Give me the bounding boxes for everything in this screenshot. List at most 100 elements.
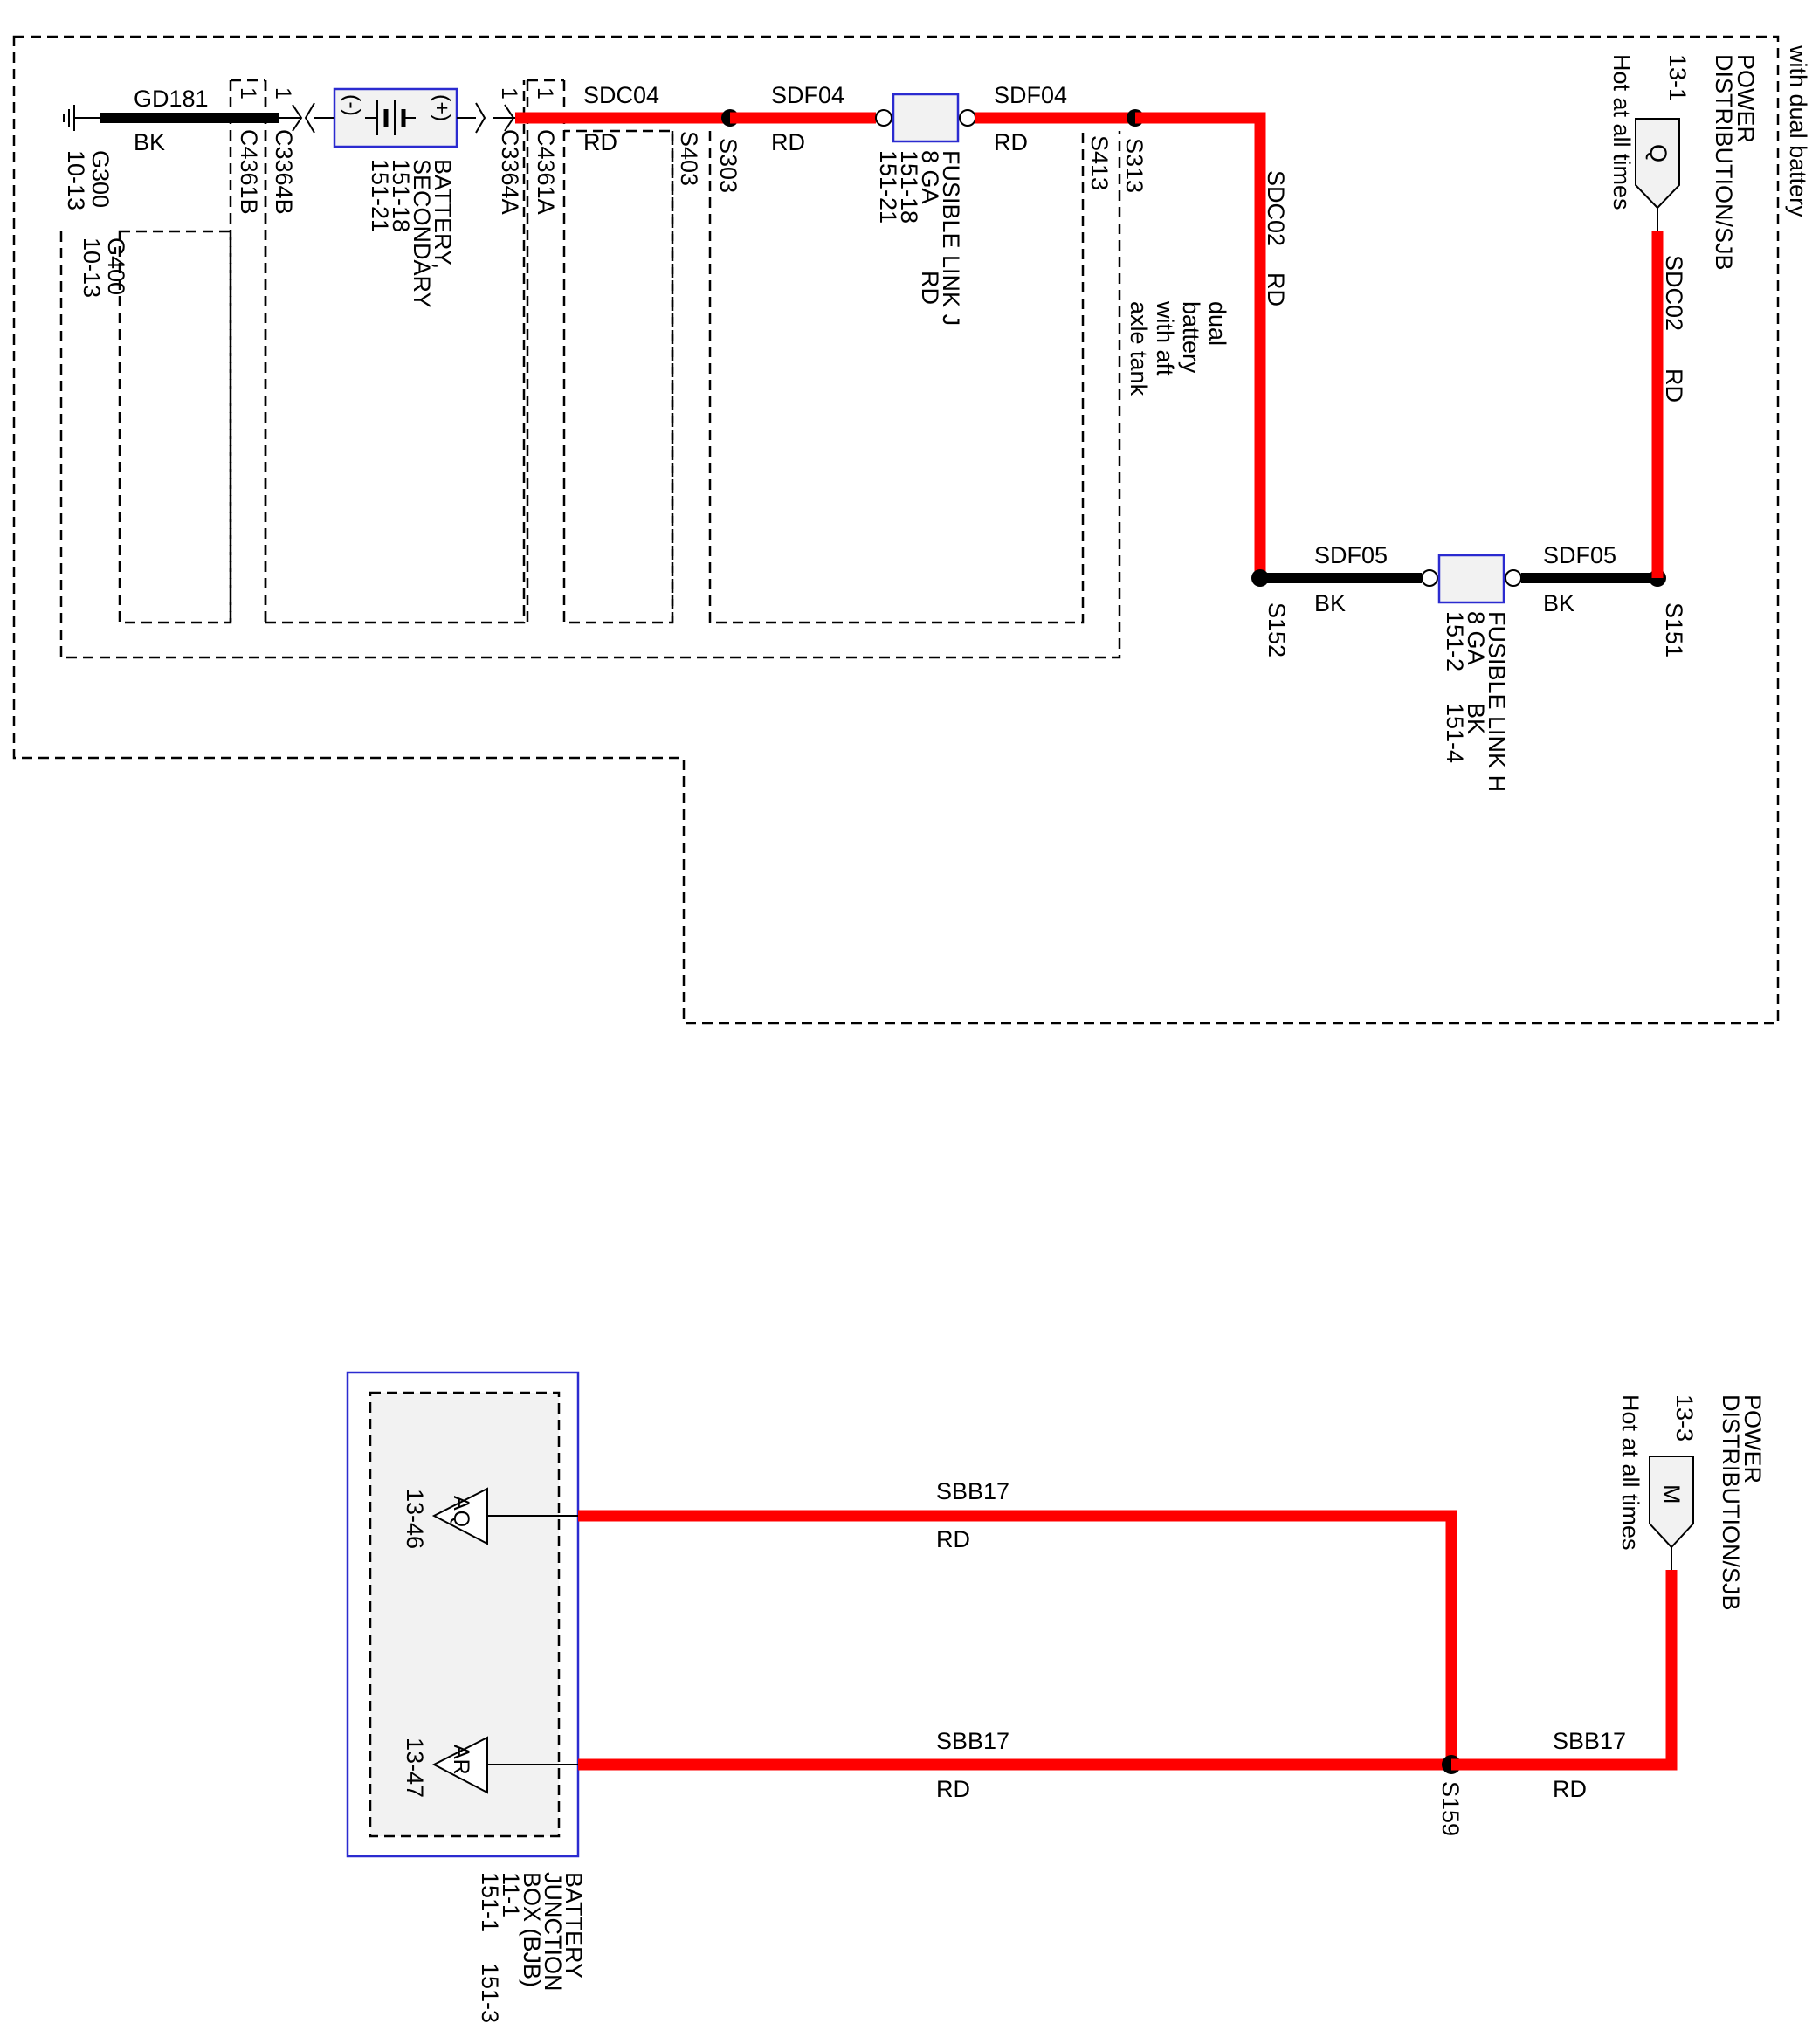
- fusible-h-name: FUSIBLE LINK H: [1484, 611, 1510, 792]
- battery-name-line2: SECONDARY: [409, 159, 435, 308]
- wire-sbb17-top-circuit: SBB17: [936, 1478, 1009, 1504]
- bjb-ref-a: 11-1: [498, 1872, 524, 1917]
- battery-pos-label: (+): [430, 94, 454, 121]
- splice-s413-label: S413: [1086, 135, 1113, 190]
- wire-gd181-circuit: GD181: [134, 86, 209, 112]
- ground-g400-ref: 10-13: [79, 237, 105, 298]
- c3364b-label: C3364B: [271, 129, 297, 215]
- battery-region-box: [264, 80, 526, 624]
- wire-sdf05-a-circuit: SDF05: [1314, 542, 1388, 568]
- c4361b-pin: 1: [236, 87, 260, 100]
- bjb-name-line2: JUNCTION: [540, 1872, 566, 1992]
- battery-icon: [365, 100, 416, 135]
- c3364a-label: C3364A: [497, 129, 523, 215]
- wire-sbb17-right-color: RD: [1553, 1776, 1587, 1802]
- wire-sdc02-a-circuit: SDC02: [1263, 170, 1289, 246]
- frame-label: with dual battery: [1785, 45, 1811, 217]
- battery-ref2: 151-21: [367, 159, 393, 232]
- connector-c3364b-icon: [279, 102, 315, 134]
- fusible-h-gauge: 8 GA: [1463, 611, 1489, 665]
- wire-sbb17-top[interactable]: [578, 1510, 1457, 1765]
- ground-g400-label: G400: [103, 237, 129, 295]
- fusible-link-h[interactable]: [1437, 554, 1505, 604]
- pdb-name-line2: DISTRIBUTION/SJB: [1711, 54, 1737, 271]
- wire-sdc02-b-color: RD: [1661, 368, 1687, 403]
- pdb-b-name-line2: DISTRIBUTION/SJB: [1718, 1394, 1744, 1611]
- splice-s313-label: S313: [1121, 138, 1147, 193]
- bjb-name-line1: BATTERY: [561, 1872, 587, 1979]
- wire-sdf05-b-circuit: SDF05: [1543, 542, 1616, 568]
- wire-sdf04-b-color: RD: [994, 129, 1028, 155]
- c4361a-pin: 1: [533, 87, 557, 100]
- fusible-h-right-terminal: [1505, 569, 1522, 587]
- fusible-j-ref1: 151-18: [896, 150, 922, 224]
- fusible-j-gauge: 8 GA: [917, 150, 943, 204]
- battery-neg-label: (-): [340, 94, 364, 116]
- note-dual-line3: with aft: [1152, 300, 1178, 376]
- battery-name-line1: BATTERY,: [430, 159, 456, 269]
- dual-battery-frame: [12, 35, 1780, 1025]
- pdb-b-ref: 13-3: [1671, 1394, 1698, 1442]
- ground-icon: [63, 105, 100, 131]
- splice-s151-label: S151: [1661, 602, 1687, 657]
- inner-region-frame: [59, 131, 1121, 659]
- pdb-pin-q[interactable]: [1635, 118, 1680, 210]
- bjb-name-line3: BOX (BJB): [519, 1872, 545, 1987]
- splice-s159-label: S159: [1437, 1781, 1464, 1836]
- wire-sdc02-a-color: RD: [1263, 272, 1289, 306]
- fusible-j-name: FUSIBLE LINK J: [938, 150, 964, 326]
- fusible-h-color: BK: [1463, 703, 1489, 734]
- fusible-j-right-terminal: [959, 109, 976, 127]
- splice-s152-label: S152: [1264, 602, 1290, 657]
- wire-sbb17-right-circuit: SBB17: [1553, 1728, 1626, 1754]
- pdb-pin-m[interactable]: [1649, 1456, 1694, 1549]
- fusible-h-ref1: 151-2: [1442, 611, 1468, 671]
- wire-sdf04-a-color: RD: [771, 129, 805, 155]
- bjb-ref-b: 151-1: [477, 1872, 503, 1932]
- wire-sdc04-color: RD: [583, 129, 617, 155]
- wire-sbb17-mid-color: RD: [936, 1776, 970, 1802]
- wire-sdc04-circuit: SDC04: [583, 82, 659, 108]
- c4361b-label: C4361B: [236, 129, 262, 215]
- splice-s403-label: S403: [676, 131, 702, 186]
- note-dual-line4: axle tank: [1126, 301, 1152, 396]
- pdb-pin-m-label: M: [1658, 1484, 1685, 1504]
- wire-sbb17-mid-circuit: SBB17: [936, 1728, 1009, 1754]
- wire-sdc02-a[interactable]: [1135, 112, 1266, 578]
- ground-g300-ref: 10-13: [63, 150, 89, 210]
- fusible-h-left-terminal: [1421, 569, 1438, 587]
- fusible-link-j[interactable]: [892, 93, 960, 143]
- fusible-j-ref2: 151-21: [875, 150, 901, 224]
- pdb-b-note: Hot at all times: [1617, 1394, 1643, 1551]
- battery-ref1: 151-18: [388, 159, 414, 232]
- pdb-pin-q-label: Q: [1645, 144, 1671, 162]
- pdb-note: Hot at all times: [1609, 54, 1635, 210]
- wire-sdf04-a-circuit: SDF04: [771, 82, 844, 108]
- fusible-j-color: RD: [917, 271, 943, 305]
- bjb-ref-c: 151-3: [477, 1963, 503, 2023]
- pdb-name-line1: POWER: [1733, 54, 1759, 143]
- wire-gd181-color: BK: [134, 129, 165, 155]
- wire-sdf04-b-circuit: SDF04: [994, 82, 1067, 108]
- bjb-pin-aq-ref: 13-46: [402, 1489, 428, 1549]
- note-dual-line1: dual: [1204, 301, 1230, 346]
- wire-sdf05-b-color: BK: [1543, 590, 1574, 616]
- wire-sbb17-top-color: RD: [936, 1526, 970, 1552]
- c3364b-pin: 1: [271, 87, 295, 100]
- note-dual-line2: battery: [1178, 301, 1204, 374]
- wire-sdf05-a-color: BK: [1314, 590, 1346, 616]
- bjb-pin-ar-label: AR: [449, 1745, 473, 1775]
- splice-s303-label: S303: [715, 138, 741, 193]
- ground-g400-box: [118, 230, 232, 624]
- ground-g300-label: G300: [87, 150, 114, 208]
- wire-sbb17-right[interactable]: [1451, 1570, 1678, 1771]
- c3364a-pin: 1: [497, 87, 521, 100]
- bjb-pin-ar-ref: 13-47: [402, 1738, 428, 1798]
- connector-c3364a-icon: [475, 102, 515, 134]
- bjb-pin-aq-label: AQ: [449, 1496, 473, 1527]
- fusible-h-ref2: 151-4: [1442, 703, 1468, 763]
- wire-sdc02-b-circuit: SDC02: [1661, 255, 1687, 331]
- pdb-b-name-line1: POWER: [1740, 1394, 1766, 1483]
- pdb-ref: 13-1: [1664, 54, 1691, 101]
